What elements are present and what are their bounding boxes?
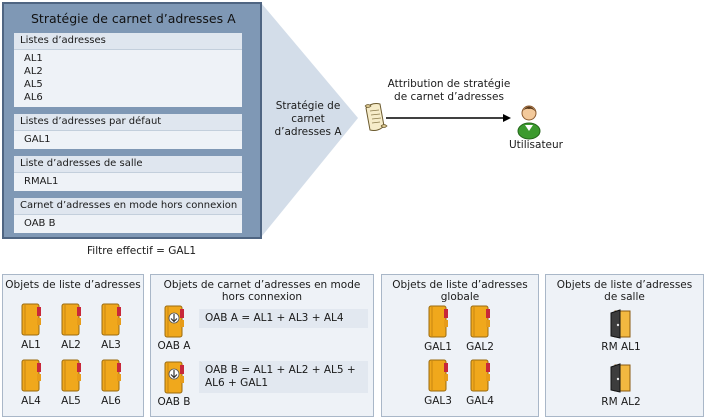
list-item: RMAL1 [24, 176, 59, 187]
address-book-icon [20, 303, 42, 336]
section-header: Carnet d’adresses en mode hors connexion [20, 200, 238, 211]
section-header: Listes d’adresses [20, 35, 106, 46]
section-room-list: Liste d’adresses de salle RMAL1 [14, 156, 242, 191]
policy-panel: Stratégie de carnet d’adresses A Listes … [2, 2, 262, 239]
offline-address-book-objects-box: Objets de carnet d’adresses en mode hors… [150, 274, 374, 417]
oab-formula: OAB A = AL1 + AL3 + AL4 [199, 309, 368, 328]
item-label: GAL1 [424, 341, 452, 353]
list-item: AL6 [24, 92, 43, 103]
user-icon [517, 105, 541, 140]
item-label: OAB B [157, 396, 191, 408]
item-label: OAB A [157, 340, 191, 352]
policy-title: Stratégie de carnet d’adresses A [31, 11, 236, 26]
address-book-icon [100, 303, 122, 336]
list-item: AL1 [24, 53, 43, 64]
list-item: OAB B [24, 218, 56, 229]
policy-label: Stratégie de carnet d’adresses A [274, 100, 342, 138]
list-item: AL5 [24, 79, 43, 90]
section-default-lists: Listes d’adresses par défaut GAL1 [14, 114, 242, 149]
section-offline-book: Carnet d’adresses en mode hors connexion… [14, 198, 242, 233]
box-title: Objets de liste d’adresses [5, 279, 141, 291]
address-book-icon [60, 359, 82, 392]
item-label: RM AL2 [601, 396, 641, 408]
item-label: AL5 [61, 395, 81, 407]
door-icon [610, 363, 631, 393]
section-header: Liste d’adresses de salle [20, 158, 143, 169]
address-book-icon [427, 305, 449, 338]
address-book-icon [469, 359, 491, 392]
address-book-icon [20, 359, 42, 392]
list-item: AL2 [24, 66, 43, 77]
section-items: GAL1 [14, 130, 242, 149]
address-book-icon [100, 359, 122, 392]
box-title: Objets de carnet d’adresses en mode hors… [163, 279, 361, 303]
global-address-list-objects-box: Objets de liste d’adresses globale GAL1 … [381, 274, 539, 417]
user-label: Utilisateur [508, 139, 563, 151]
item-label: AL1 [21, 339, 41, 351]
address-list-objects-box: Objets de liste d’adresses AL1 AL2 AL3 A… [2, 274, 144, 417]
address-book-icon [60, 303, 82, 336]
item-label: AL4 [21, 395, 41, 407]
box-title: Objets de liste d’adresses globale [392, 279, 528, 303]
item-label: AL6 [101, 395, 121, 407]
box-title: Objets de liste d’adresses de salle [556, 279, 693, 303]
scroll-icon [364, 103, 388, 131]
address-book-icon [427, 359, 449, 392]
list-item: GAL1 [24, 134, 51, 145]
section-header: Listes d’adresses par défaut [20, 116, 162, 127]
effective-filter-label: Filtre effectif = GAL1 [87, 245, 197, 257]
item-label: GAL2 [466, 341, 494, 353]
address-book-icon [469, 305, 491, 338]
room-address-list-objects-box: Objets de liste d’adresses de salle RM A… [545, 274, 704, 417]
item-label: AL3 [101, 339, 121, 351]
section-address-lists: Listes d’adresses AL1 AL2 AL5 AL6 [14, 33, 242, 107]
section-items: AL1 AL2 AL5 AL6 [14, 49, 242, 107]
item-label: RM AL1 [601, 341, 641, 353]
offline-book-icon [163, 361, 185, 394]
item-label: GAL3 [424, 395, 452, 407]
assignment-label: Attribution de stratégie de carnet d’adr… [387, 78, 511, 103]
arrow-head [503, 114, 511, 122]
section-items: RMAL1 [14, 172, 242, 191]
item-label: AL2 [61, 339, 81, 351]
door-icon [610, 309, 631, 339]
offline-book-icon [163, 305, 185, 338]
section-items: OAB B [14, 214, 242, 233]
oab-formula: OAB B = AL1 + AL2 + AL5 + AL6 + GAL1 [199, 361, 368, 393]
item-label: GAL4 [466, 395, 494, 407]
